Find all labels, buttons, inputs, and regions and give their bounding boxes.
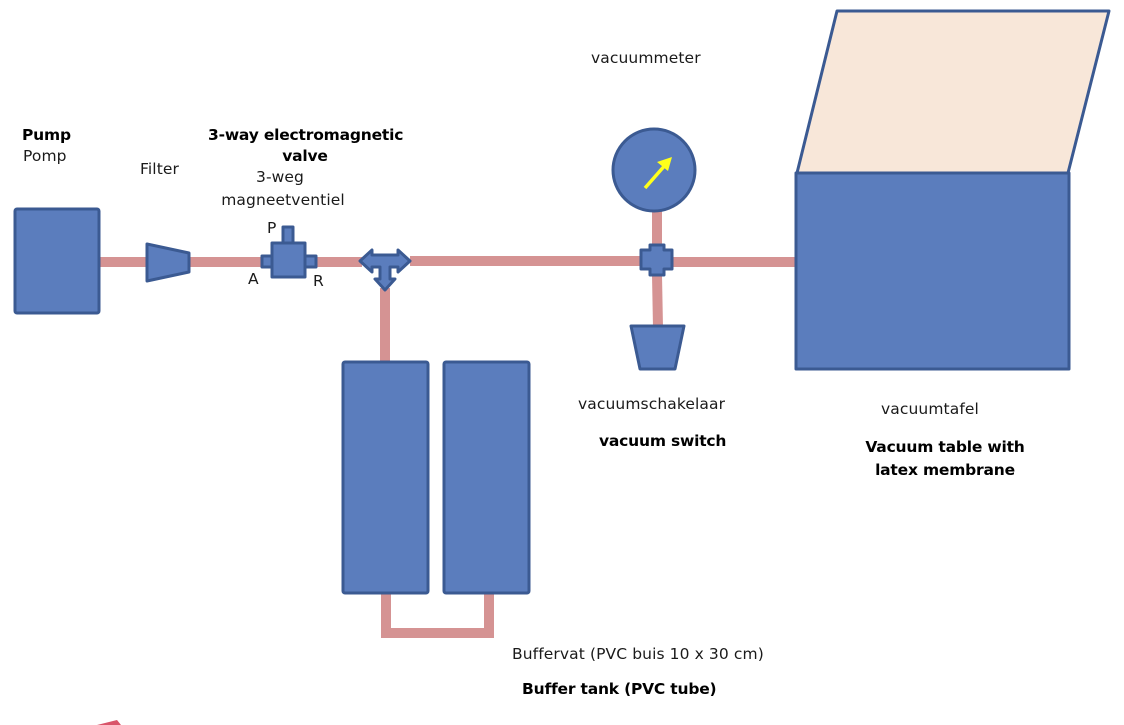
latex-membrane <box>795 9 1111 175</box>
valve-label-nl-line1: 3-weg <box>255 168 304 186</box>
buffer-label-nl: Buffervat (PVC buis 10 x 30 cm) <box>512 645 764 663</box>
three-way-valve-icon <box>260 225 318 279</box>
stray-tube-fragment <box>97 720 121 725</box>
vacuummeter-label: vacuummeter <box>591 49 701 67</box>
t-connector-icon <box>358 248 412 292</box>
pump-label-nl: Pomp <box>23 147 67 165</box>
port-a-label: A <box>248 270 259 288</box>
port-p-label: P <box>267 219 277 237</box>
vacuum-gauge-icon <box>611 127 697 213</box>
valve-label-en-line1: 3-way electromagnetic <box>208 126 404 144</box>
filter-icon <box>145 242 191 283</box>
port-r-label: R <box>313 272 324 290</box>
filter-label: Filter <box>140 160 179 178</box>
vacuum-switch-icon <box>629 324 686 371</box>
vacuum-table-icon <box>794 9 1111 371</box>
valve-label-nl-line2: magneetventiel <box>221 191 345 209</box>
pump-label-en: Pump <box>22 126 71 144</box>
vacuum-switch-label-nl: vacuumschakelaar <box>578 395 726 413</box>
vacuum-table-label-nl: vacuumtafel <box>881 400 979 418</box>
pump-icon <box>13 207 101 315</box>
vacuum-table-body <box>794 171 1071 371</box>
buffer-label-en: Buffer tank (PVC tube) <box>522 680 717 698</box>
vacuum-switch-label-en: vacuum switch <box>599 432 727 450</box>
vacuum-table-label-en-line2: latex membrane <box>875 461 1015 479</box>
valve-label-en-line2: valve <box>282 147 328 165</box>
buffer-tank-1-icon <box>341 360 430 595</box>
cross-connector-icon <box>639 243 674 277</box>
tube-cross-switch <box>652 274 663 329</box>
vacuum-table-label-en-line1: Vacuum table with <box>865 438 1025 456</box>
buffer-tank-2-icon <box>442 360 531 595</box>
tube-buffer-link <box>381 593 494 638</box>
tubes <box>97 210 797 725</box>
